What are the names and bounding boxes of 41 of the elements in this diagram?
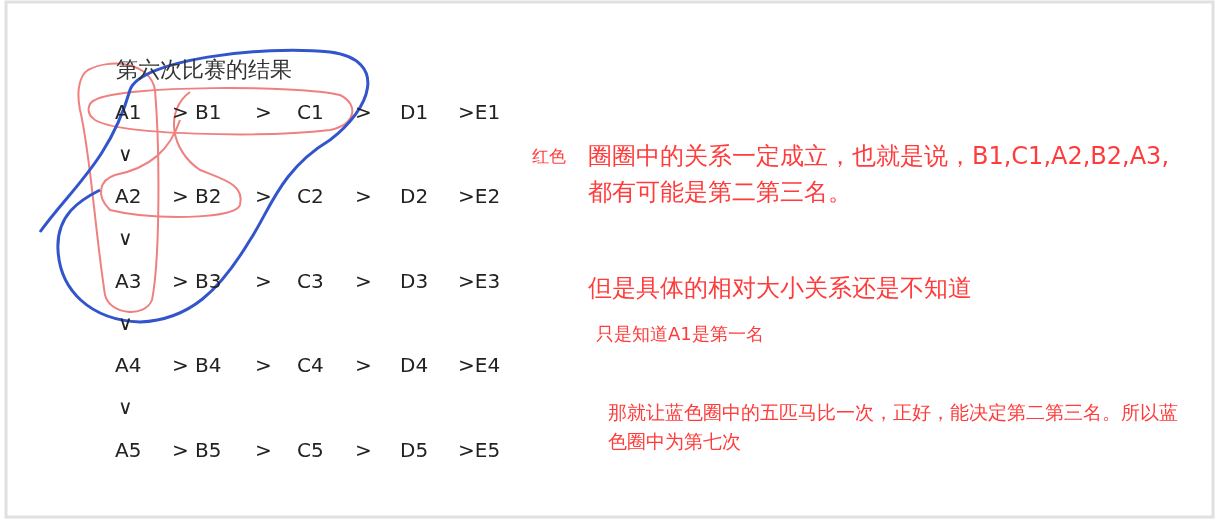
horse-label: D5: [400, 438, 429, 462]
horse-label: >E4: [458, 353, 501, 377]
horse-label: A4: [115, 353, 142, 377]
horse-label: A5: [115, 438, 142, 462]
horse-label: C5: [297, 438, 324, 462]
comparison-sign: >: [255, 100, 272, 124]
note-text: 但是具体的相对大小关系还是不知道: [588, 273, 972, 304]
comparison-sign: >: [255, 269, 272, 293]
horse-label: > B3: [172, 269, 222, 293]
horse-label: >E1: [458, 100, 501, 124]
horse-label: C2: [297, 184, 324, 208]
horse-label: > B5: [172, 438, 222, 462]
horse-label: > B4: [172, 353, 222, 377]
comparison-sign: ∨: [118, 395, 133, 419]
horse-label: >E3: [458, 269, 501, 293]
horse-label: D3: [400, 269, 429, 293]
comparison-sign: >: [355, 353, 372, 377]
comparison-sign: >: [355, 100, 372, 124]
horse-label: C1: [297, 100, 324, 124]
comparison-sign: >: [255, 438, 272, 462]
comparison-sign: ∨: [118, 226, 133, 250]
comparison-sign: >: [355, 184, 372, 208]
horse-label: A3: [115, 269, 142, 293]
comparison-sign: >: [355, 438, 372, 462]
horse-label: D4: [400, 353, 429, 377]
comparison-sign: ∨: [118, 142, 133, 166]
comparison-sign: >: [255, 353, 272, 377]
note-text: 只是知道A1是第一名: [596, 322, 764, 346]
horse-label: C3: [297, 269, 324, 293]
comparison-sign: >: [355, 269, 372, 293]
note-text: 圈圈中的关系一定成立，也就是说，B1,C1,A2,B2,A3,都有可能是第二第三名。: [588, 141, 1170, 208]
note-text: 那就让蓝色圈中的五匹马比一次，正好，能决定第二第三名。所以蓝色圈中为第七次: [608, 400, 1179, 454]
horse-label: > B2: [172, 184, 222, 208]
horse-label: D1: [400, 100, 429, 124]
horse-label: >E2: [458, 184, 501, 208]
comparison-sign: >: [255, 184, 272, 208]
horse-label: A2: [115, 184, 142, 208]
note-label: 红色: [532, 145, 566, 168]
horse-label: C4: [297, 353, 324, 377]
horse-label: >E5: [458, 438, 501, 462]
horse-label: D2: [400, 184, 429, 208]
